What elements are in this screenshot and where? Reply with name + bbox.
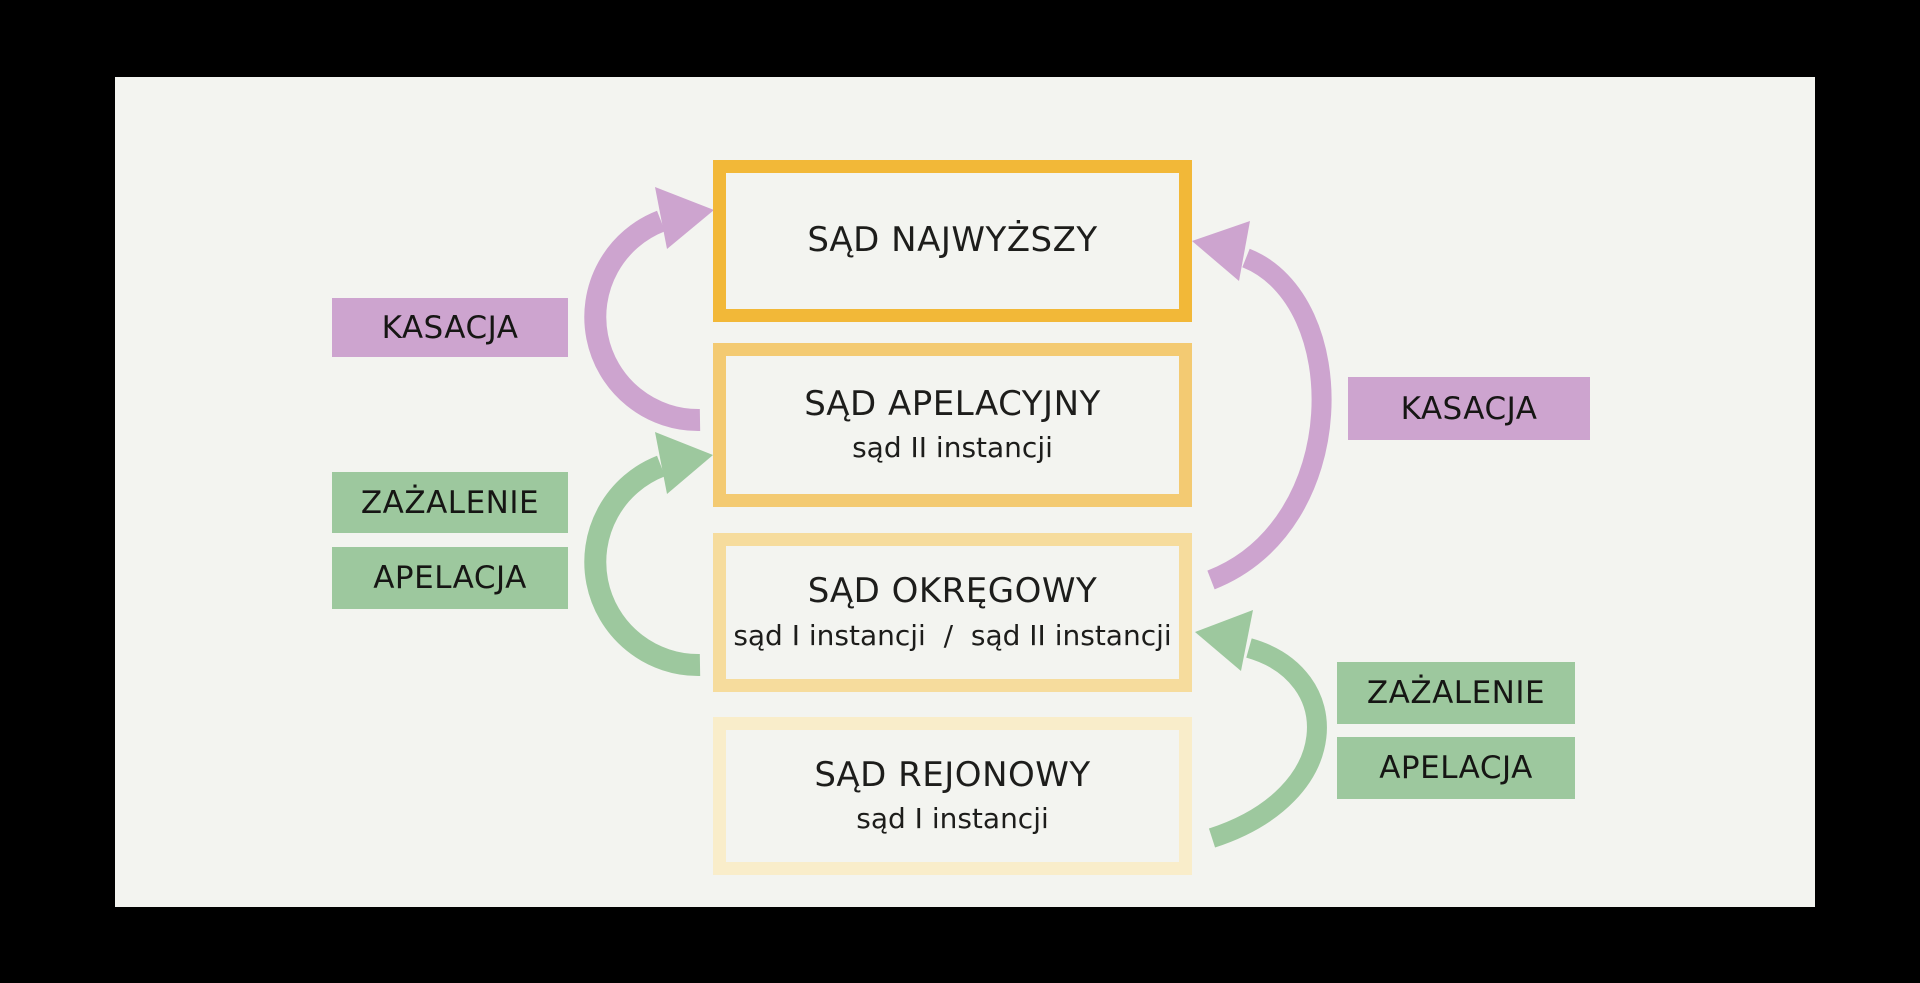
court-box-sad-apelacyjny: SĄD APELACYJNY sąd II instancji [713, 343, 1192, 507]
court-box-sad-rejonowy: SĄD REJONOWY sąd I instancji [713, 717, 1192, 875]
label-kasacja-right: KASACJA [1348, 377, 1590, 440]
court-subtitle: sąd II instancji [852, 431, 1053, 465]
label-zazalenie-left: ZAŻALENIE [332, 472, 568, 533]
court-subtitle: sąd I instancji [856, 802, 1049, 836]
label-apelacja-right: APELACJA [1337, 737, 1575, 799]
label-apelacja-left: APELACJA [332, 547, 568, 609]
court-subtitle: sąd I instancji / sąd II instancji [733, 618, 1172, 652]
court-box-sad-okregowy: SĄD OKRĘGOWY sąd I instancji / sąd II in… [713, 533, 1192, 692]
label-kasacja-left: KASACJA [332, 298, 568, 357]
court-title: SĄD APELACYJNY [804, 383, 1101, 424]
label-zazalenie-right: ZAŻALENIE [1337, 662, 1575, 724]
court-title: SĄD NAJWYŻSZY [807, 220, 1098, 261]
court-box-sad-najwyzszy: SĄD NAJWYŻSZY [713, 160, 1192, 322]
court-title: SĄD REJONOWY [814, 754, 1091, 795]
court-title: SĄD OKRĘGOWY [807, 571, 1098, 612]
